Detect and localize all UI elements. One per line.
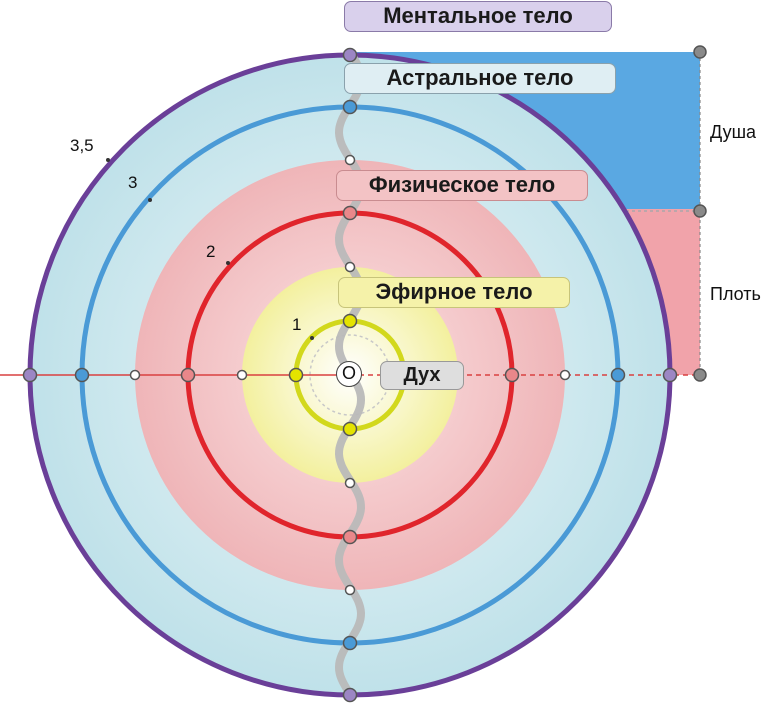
ring-number-1: 1 bbox=[292, 315, 302, 334]
node-purple-bottom bbox=[342, 687, 358, 703]
node-yellow-top bbox=[342, 313, 358, 329]
node-red-left bbox=[180, 367, 196, 383]
ring-number-2: 2 bbox=[206, 242, 216, 261]
node-purple-right bbox=[662, 367, 678, 383]
node-red-bottom bbox=[342, 529, 358, 545]
node-pink-edge-top bbox=[344, 154, 356, 166]
node-pink-edge-right bbox=[559, 369, 571, 381]
node-purple-left bbox=[22, 367, 38, 383]
node-yellow-edge-bottom bbox=[344, 477, 356, 489]
physical-body-label: Физическое тело bbox=[336, 170, 588, 201]
node-blue-left bbox=[74, 367, 90, 383]
node-red-top bbox=[342, 205, 358, 221]
soul-label: Душа bbox=[710, 122, 757, 142]
bracket-node-top bbox=[693, 45, 707, 59]
center-point: O bbox=[336, 361, 362, 387]
node-yellow-edge-left bbox=[236, 369, 248, 381]
node-blue-top bbox=[342, 99, 358, 115]
node-yellow-left bbox=[288, 367, 304, 383]
node-pink-edge-left bbox=[129, 369, 141, 381]
node-blue-right bbox=[610, 367, 626, 383]
node-yellow-bottom bbox=[342, 421, 358, 437]
ring-tick-0 bbox=[106, 158, 110, 162]
ring-number-3: 3 bbox=[128, 173, 138, 192]
node-yellow-edge-top bbox=[344, 261, 356, 273]
ring-tick-1 bbox=[148, 198, 152, 202]
ring-tick-3 bbox=[310, 336, 314, 340]
node-blue-bottom bbox=[342, 635, 358, 651]
ring-tick-2 bbox=[226, 261, 230, 265]
bracket-node-middle bbox=[693, 204, 707, 218]
ring-number-3-5: 3,5 bbox=[70, 136, 94, 155]
spirit-label: Дух bbox=[380, 361, 464, 390]
astral-body-label: Астральное тело bbox=[344, 63, 616, 94]
bracket-node-bottom bbox=[693, 368, 707, 382]
node-purple-top bbox=[342, 47, 358, 63]
mental-body-label: Ментальное тело bbox=[344, 1, 612, 32]
center-label: O bbox=[341, 363, 356, 383]
node-pink-edge-bottom bbox=[344, 584, 356, 596]
flesh-label: Плоть bbox=[710, 284, 761, 304]
etheric-body-label: Эфирное тело bbox=[338, 277, 570, 308]
node-red-right bbox=[504, 367, 520, 383]
